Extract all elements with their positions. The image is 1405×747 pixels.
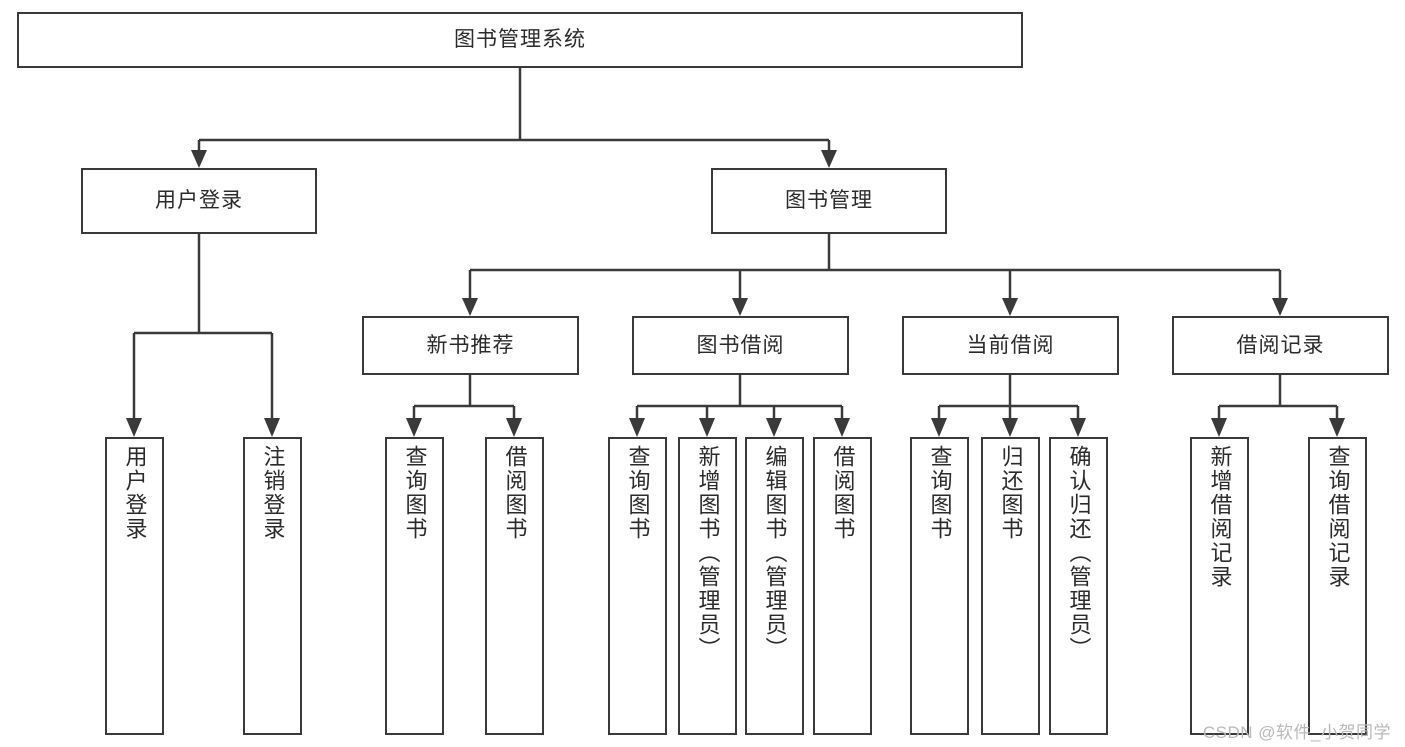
arrow-user-login — [191, 150, 207, 168]
arrow-borrow-book-1 — [506, 418, 522, 437]
node-leaf-return-book[interactable]: 归还图书 — [981, 437, 1040, 735]
node-new-book-rec-label: 新书推荐 — [426, 333, 515, 357]
node-leaf-add-record[interactable]: 新增借阅记录 — [1190, 437, 1249, 735]
node-leaf-user-login-label: 用户登录 — [122, 445, 148, 541]
node-leaf-confirm-return[interactable]: 确认归还（管理员） — [1049, 437, 1108, 735]
node-book-borrow-label: 图书借阅 — [696, 333, 785, 357]
arrow-edit-book — [766, 418, 782, 437]
node-book-manage[interactable]: 图书管理 — [711, 168, 947, 234]
arrow-leaf-user-logout — [264, 418, 280, 437]
node-leaf-borrow-book-2[interactable]: 借阅图书 — [813, 437, 872, 735]
arrow-confirm-return — [1070, 418, 1086, 437]
node-leaf-borrow-book-2-label: 借阅图书 — [830, 445, 856, 541]
node-leaf-borrow-book-1-label: 借阅图书 — [502, 445, 528, 541]
arrow-book-borrow — [732, 298, 748, 316]
node-leaf-edit-book[interactable]: 编辑图书（管理员） — [745, 437, 804, 735]
node-leaf-edit-book-label: 编辑图书（管理员） — [762, 445, 788, 661]
node-leaf-return-book-label: 归还图书 — [998, 445, 1024, 541]
arrow-add-record — [1211, 418, 1227, 437]
arrow-query-book-2 — [629, 418, 645, 437]
node-leaf-query-book-1-label: 查询图书 — [402, 445, 428, 541]
arrow-new-book-rec — [462, 298, 478, 316]
node-leaf-user-login[interactable]: 用户登录 — [105, 437, 164, 735]
node-leaf-user-logout[interactable]: 注销登录 — [243, 437, 302, 735]
arrow-query-record — [1329, 418, 1345, 437]
node-root-label: 图书管理系统 — [454, 28, 586, 52]
node-book-borrow[interactable]: 图书借阅 — [632, 316, 849, 375]
arrow-borrow-record — [1272, 298, 1288, 316]
arrow-add-book — [699, 418, 715, 437]
node-leaf-confirm-return-label: 确认归还（管理员） — [1066, 445, 1092, 661]
arrow-current-borrow — [1002, 298, 1018, 316]
node-user-login[interactable]: 用户登录 — [81, 168, 317, 234]
node-leaf-borrow-book-1[interactable]: 借阅图书 — [485, 437, 544, 735]
node-new-book-rec[interactable]: 新书推荐 — [362, 316, 579, 375]
node-leaf-add-book[interactable]: 新增图书（管理员） — [678, 437, 737, 735]
arrow-query-book-3 — [931, 418, 947, 437]
arrow-query-book-1 — [406, 418, 422, 437]
node-current-borrow-label: 当前借阅 — [966, 333, 1055, 357]
arrow-return-book — [1002, 418, 1018, 437]
arrow-borrow-book-2 — [834, 418, 850, 437]
node-leaf-query-record[interactable]: 查询借阅记录 — [1308, 437, 1367, 735]
arrow-leaf-user-login — [126, 418, 142, 437]
node-leaf-query-record-label: 查询借阅记录 — [1325, 445, 1351, 589]
node-leaf-user-logout-label: 注销登录 — [260, 445, 286, 541]
node-leaf-query-book-3-label: 查询图书 — [927, 445, 953, 541]
node-leaf-query-book-1[interactable]: 查询图书 — [385, 437, 444, 735]
node-user-login-label: 用户登录 — [155, 189, 243, 213]
node-leaf-add-record-label: 新增借阅记录 — [1207, 445, 1233, 589]
node-leaf-add-book-label: 新增图书（管理员） — [695, 445, 721, 661]
node-borrow-record[interactable]: 借阅记录 — [1172, 316, 1389, 375]
csdn-watermark: CSDN @软件_小贺同学 — [1202, 723, 1391, 742]
node-root[interactable]: 图书管理系统 — [17, 12, 1023, 68]
arrow-book-manage — [821, 150, 837, 168]
node-borrow-record-label: 借阅记录 — [1236, 333, 1325, 357]
node-current-borrow[interactable]: 当前借阅 — [902, 316, 1119, 375]
node-leaf-query-book-2[interactable]: 查询图书 — [608, 437, 667, 735]
node-leaf-query-book-2-label: 查询图书 — [625, 445, 651, 541]
node-book-manage-label: 图书管理 — [785, 189, 873, 213]
node-leaf-query-book-3[interactable]: 查询图书 — [910, 437, 969, 735]
